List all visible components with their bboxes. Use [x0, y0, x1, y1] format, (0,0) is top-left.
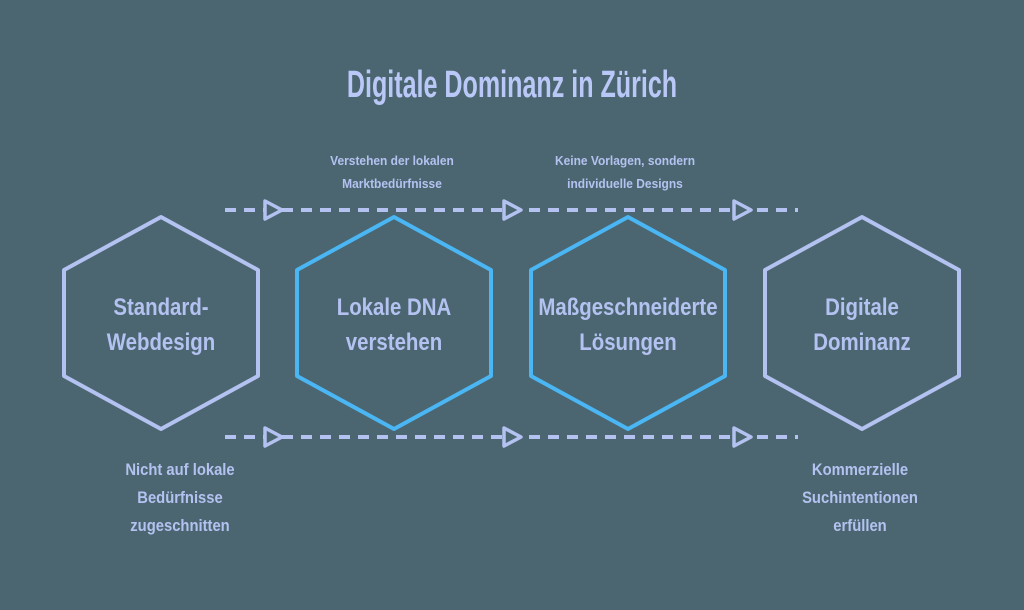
- hexagon-massgeschneiderte-loesungen: [529, 215, 727, 431]
- hexagon-label-lokale-dna-verstehen: Lokale DNA verstehen: [301, 290, 488, 360]
- annotation-line: Verstehen der lokalen: [330, 153, 454, 168]
- bottom-annotation-1: Nicht auf lokale Bedürfnisse zugeschnitt…: [67, 456, 293, 540]
- flow-arrowhead-icon: [502, 426, 523, 448]
- annotation-line: Marktbedürfnisse: [342, 176, 442, 191]
- bottom-annotation-2: Kommerzielle Suchintentionen erfüllen: [747, 456, 973, 540]
- hexagon-label-line: Digitale: [825, 294, 899, 321]
- annotation-line: Keine Vorlagen, sondern: [554, 153, 696, 168]
- annotation-line: individuelle Designs: [567, 176, 683, 191]
- hexagon-label-line: verstehen: [345, 329, 443, 356]
- diagram-title: Digitale Dominanz in Zürich: [346, 64, 678, 106]
- hexagon-label-line: Lösungen: [579, 329, 677, 356]
- hexagon-standard-webdesign: [62, 215, 260, 431]
- flow-arrowhead-icon: [263, 199, 284, 221]
- hexagon-lokale-dna-verstehen: [295, 215, 493, 431]
- top-annotation-2: Keine Vorlagen, sondern individuelle Des…: [505, 149, 744, 195]
- annotation-line: Nicht auf lokale: [125, 460, 235, 479]
- flow-arrowhead-icon: [732, 199, 753, 221]
- hexagon-label-digitale-dominanz: Digitale Dominanz: [769, 290, 956, 360]
- flow-arrowhead-icon: [732, 426, 753, 448]
- annotation-line: Suchintentionen: [802, 488, 918, 507]
- flow-arrowhead-icon: [502, 199, 523, 221]
- hexagon-label-line: Dominanz: [813, 329, 911, 356]
- flow-arrowhead-icon: [263, 426, 284, 448]
- annotation-line: erfüllen: [833, 516, 887, 535]
- annotation-line: Kommerzielle: [811, 460, 909, 479]
- hexagon-label-line: Webdesign: [106, 329, 216, 356]
- hexagon-label-standard-webdesign: Standard- Webdesign: [68, 290, 255, 360]
- top-annotation-1: Verstehen der lokalen Marktbedürfnisse: [272, 149, 511, 195]
- annotation-line: Bedürfnisse: [137, 488, 223, 507]
- hexagon-label-line: Standard-: [113, 294, 209, 321]
- annotation-line: zugeschnitten: [130, 516, 230, 535]
- hexagon-label-massgeschneiderte-loesungen: Maßgeschneiderte Lösungen: [535, 290, 722, 360]
- hexagon-digitale-dominanz: [763, 215, 961, 431]
- hexagon-label-line: Lokale DNA: [336, 294, 452, 321]
- hexagon-label-line: Maßgeschneiderte: [538, 294, 718, 321]
